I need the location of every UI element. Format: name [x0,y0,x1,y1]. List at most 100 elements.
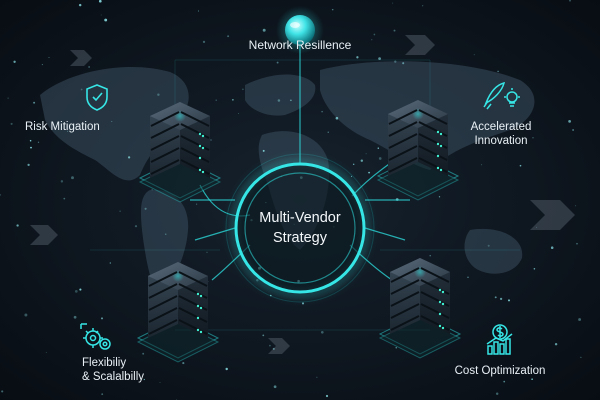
star-particle [157,93,160,96]
star-particle [532,137,534,139]
star-particle [73,315,77,319]
server-bottom-left [137,261,219,363]
star-particle [101,393,104,396]
star-particle [327,131,329,133]
rocket-lightbulb-icon [483,81,520,110]
star-particle [536,226,537,228]
star-particle [98,0,102,3]
star-particle [74,290,78,293]
star-particle [67,130,69,132]
star-particle [356,56,359,59]
star-particle [531,378,533,381]
star-particle [79,288,82,291]
star-particle [165,233,167,235]
star-particle [225,367,228,371]
star-particle [100,317,104,320]
star-particle [331,8,334,11]
star-particle [80,88,83,91]
hub-line2: Strategy [273,230,327,246]
hub-line1: Multi-Vendor [259,210,341,226]
star-particle [269,344,271,347]
cost-optimization-label: Cost Optimization [454,365,546,377]
star-particle [365,153,367,155]
star-particle [262,149,265,152]
star-particle [24,313,28,317]
star-particle [1,390,4,393]
star-particle [27,163,30,167]
star-particle [368,171,371,174]
star-particle [100,14,102,16]
star-particle [13,60,16,63]
star-particle [277,99,281,102]
star-particle [0,194,1,196]
star-particle [206,251,208,253]
flexibility-scalability-label: Flexibiliy & Scalalbilly [82,356,144,384]
star-particle [196,203,198,205]
star-particle [550,246,554,249]
star-particle [227,35,230,38]
star-particle [301,302,305,305]
star-particle [88,66,90,68]
gears-icon [80,323,111,350]
star-particle [109,262,111,264]
star-particle [373,33,376,36]
star-particle [71,176,74,180]
star-particle [45,351,47,353]
star-particle [499,297,503,301]
chevron-decor [30,35,575,354]
star-particle [144,207,147,210]
star-particle [422,5,424,7]
star-particle [127,156,131,159]
star-particle [202,40,206,44]
star-particle [494,296,497,299]
hub-ring [225,153,375,303]
star-particle [554,342,558,346]
star-particle [335,116,339,120]
star-particle [197,10,199,12]
star-particle [325,394,329,398]
scalability-line2: & Scalalbilly [82,371,144,383]
star-particle [507,299,511,302]
star-particle [578,318,582,321]
star-particle [134,225,138,228]
star-particle [378,57,381,60]
star-particle [10,122,13,125]
flexibility-line1: Flexibiliy [82,357,127,369]
accelerated-line1: Accelerated [470,121,532,133]
star-particle [238,113,240,114]
star-particle [104,18,108,22]
star-particle [321,110,323,113]
star-particle [33,101,36,104]
star-particle [371,39,373,41]
star-particle [533,268,536,270]
star-particle [270,294,272,297]
star-particle [495,392,499,396]
resilience-orb [276,6,324,54]
star-particle [402,62,405,65]
star-particle [497,70,499,73]
server-bottom-right [379,257,461,359]
server-top-left [139,101,221,203]
star-particle [232,99,234,101]
star-particle [429,255,431,257]
star-particle [467,276,469,278]
star-particle [159,382,161,384]
server-top-right [377,99,459,201]
star-particle [377,147,380,149]
star-particle [142,352,145,355]
hub-label: Multi-Vendor Strategy [259,208,340,248]
star-particle [393,29,396,32]
star-particle [394,60,397,63]
star-particle [242,88,244,91]
star-particle [316,376,318,378]
star-particle [481,164,483,166]
star-particle [16,224,19,227]
star-particle [210,139,212,141]
star-particle [60,180,64,183]
star-particle [575,205,577,207]
shield-icon [86,84,108,111]
star-particle [569,0,571,2]
star-particle [262,28,266,32]
star-particle [352,163,355,166]
star-particle [63,197,66,200]
